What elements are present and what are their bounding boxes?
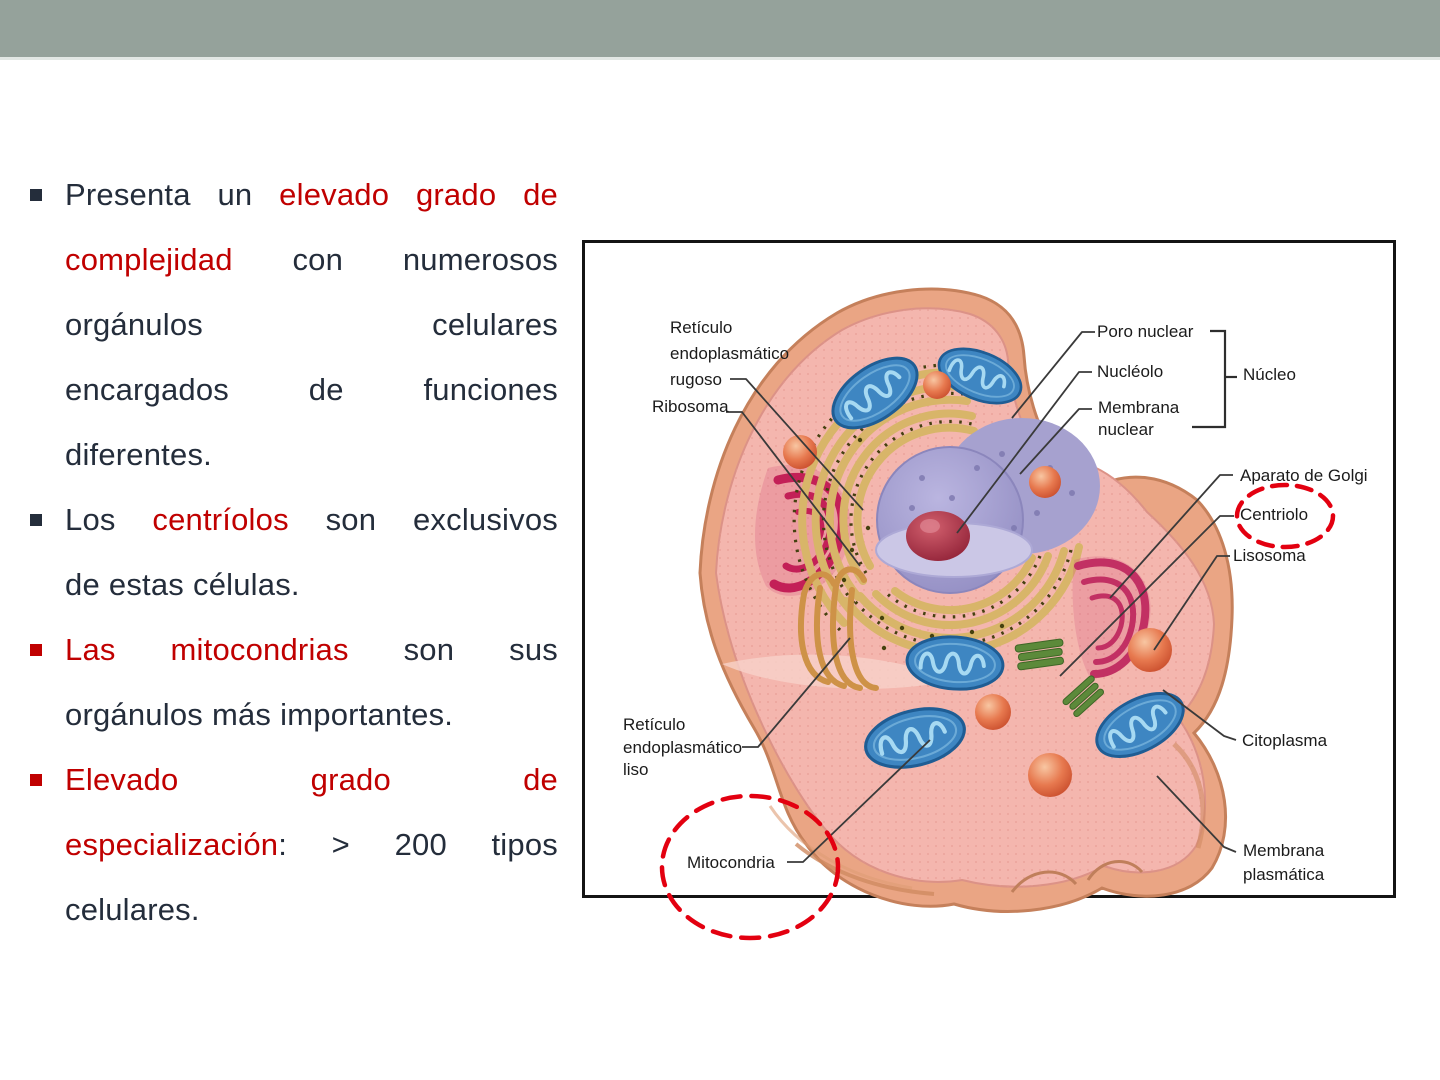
text-line: Las mitocondrias son sus	[65, 617, 558, 682]
word: exclusivos	[412, 501, 558, 537]
bullet-marker	[30, 644, 42, 656]
word: diferentes.	[65, 436, 212, 472]
label-reticulo-rugoso: rugoso	[670, 370, 722, 389]
mitocondria-highlight-circle	[659, 793, 841, 941]
word: más	[211, 696, 272, 732]
label-poro-nuclear: Poro nuclear	[1097, 322, 1194, 341]
label-membrana-nuclear: nuclear	[1098, 420, 1154, 439]
word: un	[217, 176, 253, 212]
bullet-marker	[30, 514, 42, 526]
word: grado	[415, 176, 497, 212]
label-mitocondria: Mitocondria	[687, 853, 775, 872]
word: de	[523, 176, 558, 212]
nucleus	[875, 418, 1100, 594]
label-ribosoma: Ribosoma	[652, 397, 729, 416]
centrioles	[1014, 638, 1105, 718]
slide-header-bar	[0, 0, 1440, 60]
word: >	[331, 826, 350, 862]
bullet-marker	[30, 189, 42, 201]
smooth-er	[798, 566, 879, 691]
label-reticulo-rugoso: Retículo	[670, 318, 732, 337]
word: celulares	[432, 306, 558, 342]
cell-illustration	[698, 287, 1234, 913]
word: de	[308, 371, 344, 407]
word: grado	[310, 761, 391, 797]
leader-lines	[726, 329, 1237, 863]
bullet-marker	[30, 774, 42, 786]
text-line: Los centríolos son exclusivos	[65, 487, 558, 552]
word: encargados	[65, 371, 230, 407]
text-line: celulares.	[65, 877, 558, 942]
text-line: encargados de funciones	[65, 357, 558, 422]
word: sus	[509, 631, 558, 667]
word: Presenta	[65, 176, 191, 212]
text-line: diferentes.	[65, 422, 558, 487]
word: centríolos	[152, 501, 289, 537]
label-nucleo: Núcleo	[1243, 365, 1296, 384]
word: especialización:	[65, 826, 288, 862]
text-line: Elevado grado de	[65, 747, 558, 812]
word: son	[325, 501, 377, 537]
cell-diagram: Retículo endoplasmático rugoso Ribosoma …	[582, 240, 1396, 941]
word: con	[292, 241, 344, 277]
word: de	[65, 566, 100, 602]
word: orgánulos	[65, 306, 203, 342]
word: numerosos	[402, 241, 558, 277]
word: Las	[65, 631, 116, 667]
word: células.	[193, 566, 300, 602]
word: Los	[65, 501, 116, 537]
text-line: complejidad con numerosos	[65, 227, 558, 292]
word: importantes.	[280, 696, 454, 732]
label-nucleolo: Nucléolo	[1097, 362, 1163, 381]
label-reticulo-liso: endoplasmático	[623, 738, 742, 757]
word: 200	[394, 826, 447, 862]
label-centriolo: Centriolo	[1240, 505, 1308, 524]
word: funciones	[423, 371, 558, 407]
word: son	[403, 631, 455, 667]
centriolo-highlight-circle	[1234, 482, 1336, 550]
word: estas	[108, 566, 184, 602]
word: Elevado	[65, 761, 179, 797]
word: mitocondrias	[170, 631, 349, 667]
ribosome-dots	[792, 363, 1073, 647]
nucleus-bracket	[1192, 329, 1227, 429]
label-aparato-golgi: Aparato de Golgi	[1240, 466, 1368, 485]
word: de	[523, 761, 558, 797]
label-lisosoma: Lisosoma	[1233, 546, 1306, 565]
nucleolus	[906, 511, 970, 561]
label-membrana-plasmatica: plasmática	[1243, 865, 1325, 884]
word: elevado	[279, 176, 390, 212]
word: tipos	[491, 826, 558, 862]
label-reticulo-liso: liso	[623, 760, 649, 779]
label-citoplasma: Citoplasma	[1242, 731, 1328, 750]
diagram-labels: Retículo endoplasmático rugoso Ribosoma …	[623, 318, 1368, 884]
label-membrana-plasmatica: Membrana	[1243, 841, 1325, 860]
word: celulares.	[65, 891, 200, 927]
lysosomes	[783, 371, 1172, 797]
word: complejidad	[65, 241, 233, 277]
label-membrana-nuclear: Membrana	[1098, 398, 1180, 417]
label-reticulo-liso: Retículo	[623, 715, 685, 734]
text-line: orgánulos celulares	[65, 292, 558, 357]
text-line: especialización: >200 tipos	[65, 812, 558, 877]
word: orgánulos	[65, 696, 203, 732]
bullet-item: Elevado grado de especialización: >200 tipos c…	[28, 747, 558, 942]
label-reticulo-rugoso: endoplasmático	[670, 344, 789, 363]
